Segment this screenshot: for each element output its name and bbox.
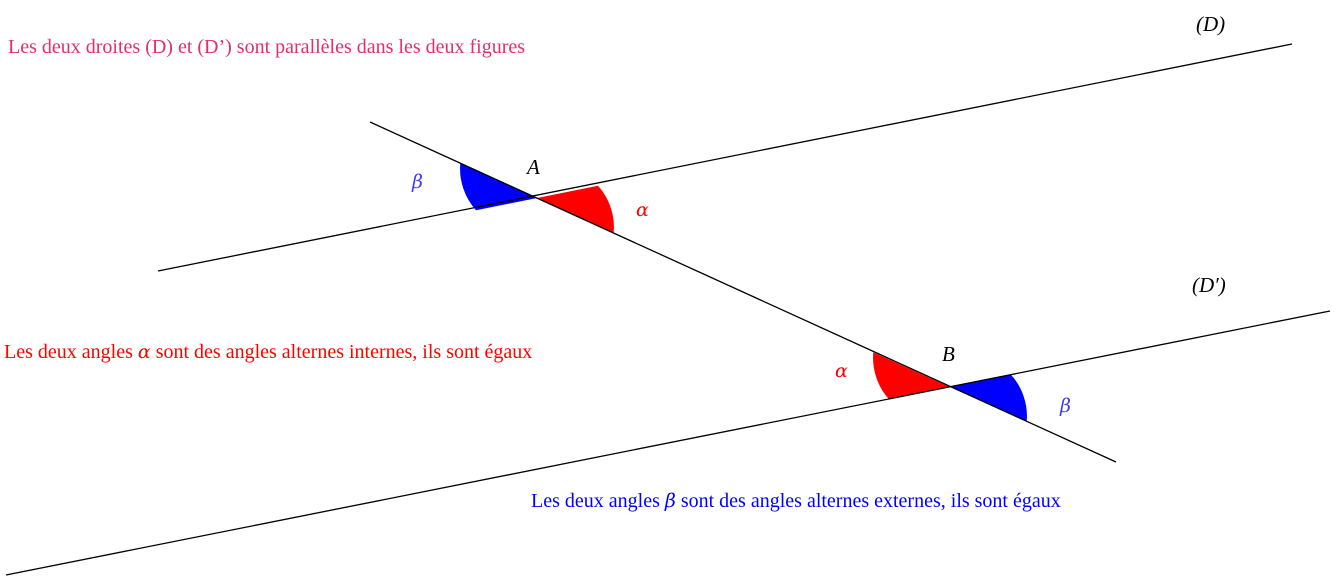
label-line-d-prime: (D′) bbox=[1192, 273, 1226, 297]
caption-alternate-internal: Les deux angles α sont des angles altern… bbox=[4, 341, 532, 363]
label-point-b: B bbox=[942, 342, 955, 366]
caption-alternate-external: Les deux angles β sont des angles altern… bbox=[531, 490, 1061, 512]
caption-beta-symbol: β bbox=[664, 490, 676, 512]
label-angle-beta-a: β bbox=[411, 171, 423, 193]
line-d bbox=[157, 43, 1293, 272]
label-angle-alpha-a: α bbox=[636, 199, 649, 221]
transversal-line bbox=[369, 121, 1117, 463]
caption-alpha-symbol: α bbox=[138, 341, 151, 363]
angle-beta-sector-b bbox=[950, 374, 1027, 422]
angle-alpha-sector-b bbox=[873, 352, 950, 400]
label-angle-beta-b: β bbox=[1059, 395, 1071, 417]
label-line-d: (D) bbox=[1196, 12, 1225, 36]
label-point-a: A bbox=[525, 155, 540, 179]
caption-parallel: Les deux droites (D) et (D’) sont parall… bbox=[8, 36, 525, 58]
angle-alpha-sector-a bbox=[537, 185, 614, 233]
line-d-prime bbox=[5, 310, 1331, 576]
label-angle-alpha-b: α bbox=[835, 360, 848, 382]
